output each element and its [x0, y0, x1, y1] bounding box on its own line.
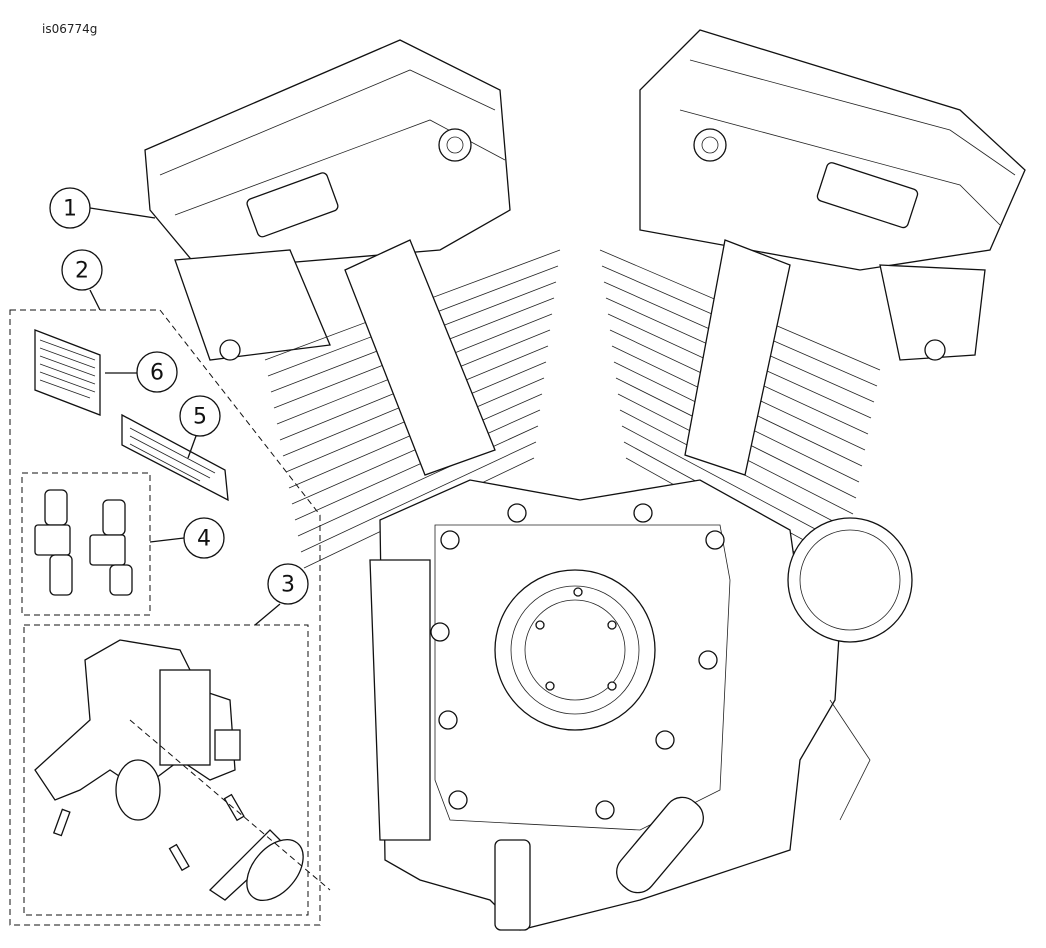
info-label	[34, 329, 101, 416]
leader-line	[187, 435, 197, 459]
throttle-body-group-box	[23, 624, 309, 916]
bolt	[633, 503, 653, 523]
leader-line	[89, 289, 101, 311]
leader-line	[254, 603, 281, 626]
leader-line	[89, 207, 156, 219]
bolt	[595, 800, 615, 820]
callout-5: 5	[179, 395, 221, 459]
bolt	[535, 620, 545, 630]
bolt	[545, 681, 555, 691]
callout-3: 3	[254, 563, 309, 626]
callout-2: 2	[61, 249, 103, 311]
front-cylinder	[144, 39, 561, 569]
callout-4: 4	[149, 517, 225, 559]
callout-number: 6	[150, 361, 164, 386]
callout-circle	[267, 563, 309, 605]
throttle-body	[34, 639, 331, 901]
bolt	[430, 622, 450, 642]
rear-cylinder	[599, 29, 1026, 579]
injector-group-box	[21, 472, 151, 616]
callout-number: 5	[193, 405, 207, 430]
callout-number: 2	[75, 259, 89, 284]
emission-label	[121, 413, 229, 502]
figure-id: is06774g	[42, 22, 98, 36]
bolt	[573, 587, 583, 597]
bolt	[607, 681, 617, 691]
bolt	[698, 650, 718, 670]
callout-1: 1	[49, 187, 156, 229]
callout-6: 6	[105, 351, 178, 393]
callout-number: 1	[63, 197, 77, 222]
bolt	[438, 710, 458, 730]
bolt	[705, 530, 725, 550]
callout-circle	[179, 395, 221, 437]
bolt	[440, 530, 460, 550]
callout-circle	[136, 351, 178, 393]
fuel-injectors	[34, 489, 133, 596]
leader-line	[149, 537, 185, 543]
bolt	[655, 730, 675, 750]
callout-circle	[49, 187, 91, 229]
callout-circle	[61, 249, 103, 291]
crankcase	[369, 479, 913, 931]
callout-number: 3	[281, 573, 295, 598]
bolt	[607, 620, 617, 630]
callout-number: 4	[197, 527, 211, 552]
bolt	[448, 790, 468, 810]
kit-boundary	[9, 309, 321, 926]
bolt	[507, 503, 527, 523]
callout-circle	[183, 517, 225, 559]
